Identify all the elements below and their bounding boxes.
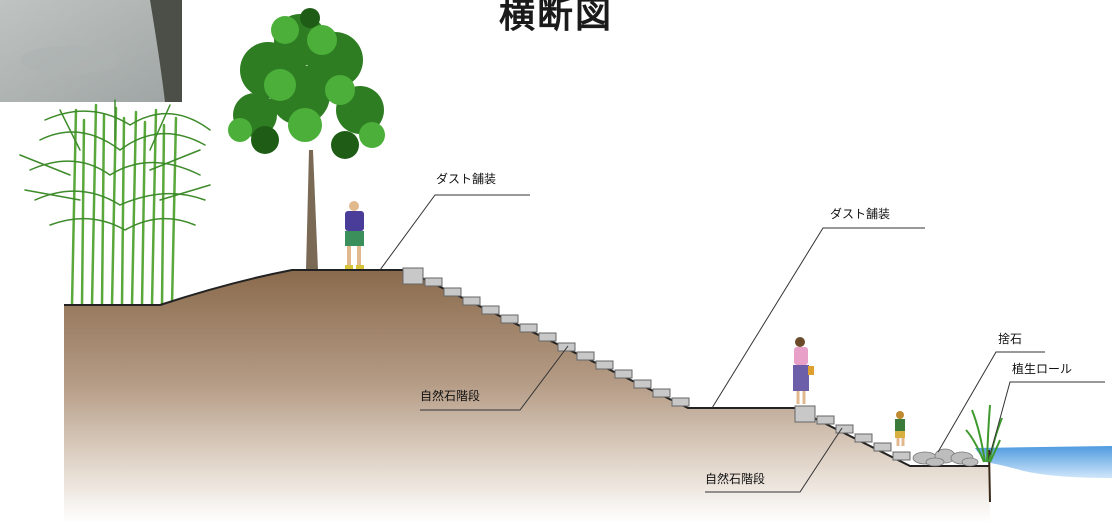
label-dust-paving-upper: ダスト舗装 — [436, 172, 497, 186]
water — [975, 446, 1112, 478]
ground-surface-line — [64, 269, 990, 467]
label-dust-paving-lower: ダスト舗装 — [830, 207, 891, 221]
page-title: 横断図 — [498, 0, 613, 36]
person-child — [895, 411, 905, 446]
label-vegetation-roll: 植生ロール — [1012, 362, 1073, 376]
ground-section — [64, 270, 990, 523]
label-stepping-stone: 捨石 — [998, 332, 1023, 346]
person-upper — [345, 201, 364, 269]
lower-stone-steps — [794, 405, 911, 461]
tree — [228, 8, 385, 270]
vegetation-roll-plants — [965, 404, 1003, 463]
label-stone-steps-lower: 自然石階段 — [705, 472, 766, 486]
stepping-stones — [912, 448, 979, 467]
person-middle — [793, 337, 814, 404]
leader-lines — [379, 194, 1105, 493]
upper-stone-steps — [402, 267, 690, 407]
bamboo-grove — [19, 99, 211, 307]
photo-inset — [0, 0, 182, 102]
label-stone-steps-upper: 自然石階段 — [420, 389, 481, 403]
